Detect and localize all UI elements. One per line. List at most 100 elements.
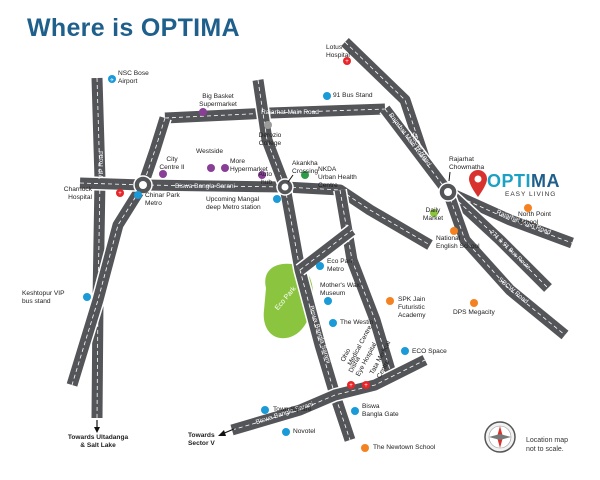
road-akankha-north — [251, 78, 292, 190]
svg-text:✈: ✈ — [110, 78, 114, 84]
label-eco-space: ECO Space — [412, 348, 447, 355]
label-towards-ultadanga: Towards Ultadanga& Salt Lake — [67, 434, 129, 449]
metro-icon-eco-park — [316, 262, 324, 270]
shopping-icon-westside — [207, 164, 215, 172]
road-sector-v-link — [230, 353, 429, 437]
museum-icon — [324, 297, 332, 305]
landmark-icon-biswa-gate — [351, 407, 359, 415]
scale-note-line-1: Location map — [526, 437, 569, 444]
label-the-newtown-school: The Newtown School — [373, 444, 436, 451]
brand-part-2: MA — [531, 171, 561, 191]
school-icon-north-point — [524, 204, 532, 212]
scale-note-line-2: not to scale. — [526, 446, 564, 453]
road-network — [65, 36, 575, 443]
road-city-centre-link — [136, 115, 172, 188]
arrow-ultadanga — [94, 420, 100, 433]
arrow-akankha — [287, 174, 294, 183]
road-biswa-bangla-vertical — [278, 185, 357, 443]
market-icon — [430, 209, 438, 217]
page-title: Where is OPTIMA — [27, 14, 240, 42]
road-271-bus-route — [443, 186, 553, 293]
road-sbcw-south — [441, 189, 570, 341]
school-icon-spk-jain — [386, 297, 394, 305]
svg-text:+: + — [118, 191, 122, 197]
road-rajarhat-east — [445, 185, 575, 250]
road-west-diagonal — [65, 181, 149, 388]
brand-tagline: EASY LIVING — [505, 191, 557, 198]
hospital-icon-lotus: + — [343, 57, 351, 65]
metro-icon-chinar-park — [134, 191, 142, 199]
road-street-369 — [333, 188, 400, 383]
hospital-icon-tata: + — [362, 381, 370, 389]
svg-text:+: + — [345, 59, 349, 65]
metro-icon-mangaldeep — [273, 195, 281, 203]
compass-icon — [484, 421, 516, 453]
nkda-icon — [301, 171, 309, 179]
college-icon-derozio — [264, 121, 272, 129]
hospital-icon-disha: + — [347, 381, 355, 389]
roundabout-chinar-park — [133, 175, 153, 195]
school-icon-dps — [470, 299, 478, 307]
airport-icon: ✈ — [108, 75, 116, 84]
road-rajarhat-ne — [379, 104, 454, 197]
school-icon-national — [450, 227, 458, 235]
road-eco-park-link — [295, 224, 357, 276]
label-91-bus-stand: 91 Bus Stand — [333, 92, 373, 99]
road-vip — [90, 77, 107, 419]
shopping-icon-more — [221, 164, 229, 172]
bus-icon-91 — [323, 92, 331, 100]
optima-location-marker — [469, 170, 487, 197]
shopping-icon-bigbasket — [199, 108, 207, 116]
auto-icon — [258, 171, 266, 179]
landmark-icon-town-square — [261, 406, 269, 414]
hospital-icon-charnock: + — [116, 189, 124, 197]
svg-text:+: + — [364, 383, 368, 389]
roundabout-rajarhat-chowmatha — [438, 182, 458, 202]
arrow-sector-v — [218, 428, 235, 436]
road-label-rajarhat-north: Rajarhat Main Road — [261, 109, 319, 116]
hotel-icon-westin — [329, 319, 337, 327]
optima-brand: OPTIMA — [487, 171, 560, 192]
roundabout-akankha — [276, 178, 294, 196]
svg-text:+: + — [349, 383, 353, 389]
label-westside: Westside — [196, 148, 223, 155]
label-the-westin: The Westin — [340, 319, 374, 326]
road-label-biswa-bangla-north: Biswa Bangla Sarani — [175, 183, 235, 190]
school-icon-newtown — [361, 444, 369, 452]
arrow-chowmatha — [448, 171, 451, 182]
label-novotel: Novotel — [293, 428, 316, 435]
scale-note: Location map not to scale. — [526, 436, 568, 454]
office-icon-eco-space — [401, 347, 409, 355]
shopping-icon-city-centre — [159, 170, 167, 178]
hotel-icon-novotel — [282, 428, 290, 436]
label-dps-megacity: DPS Megacity — [453, 309, 495, 316]
bus-icon-keshtopur — [83, 293, 91, 301]
label-town-square: Town Square — [273, 406, 312, 413]
brand-part-1: OPTI — [487, 171, 532, 191]
road-akankha-east — [284, 180, 434, 252]
road-label-vip: VIP Road — [98, 151, 105, 179]
